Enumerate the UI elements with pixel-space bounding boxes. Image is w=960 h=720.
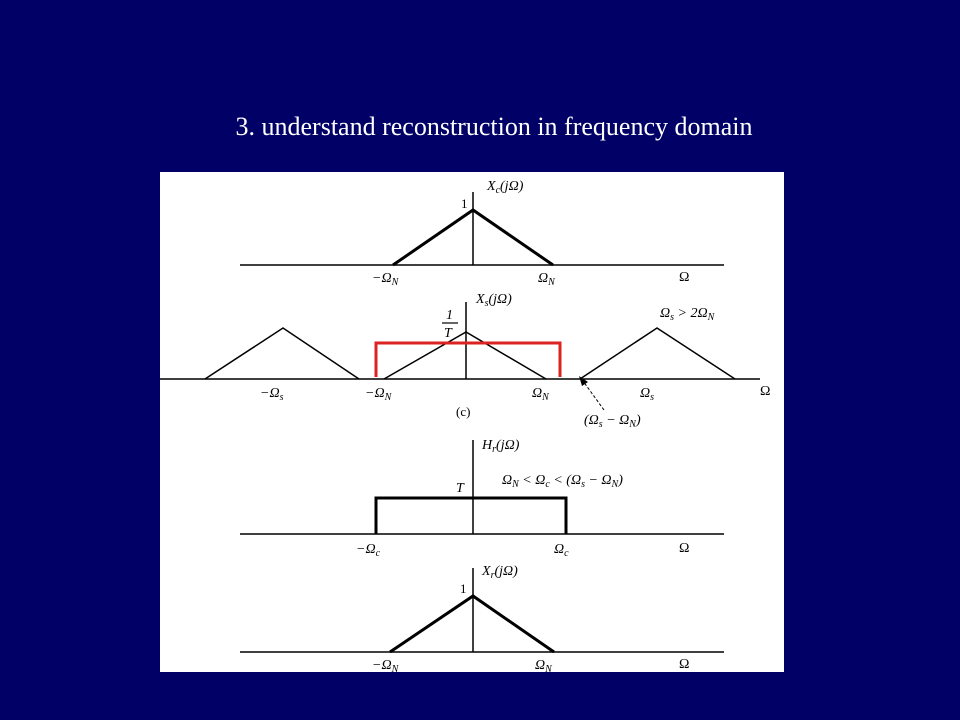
panel2-peak-denominator: T [444, 326, 453, 341]
lowpass-filter-highlight [374, 341, 562, 377]
panel2-arrow-annotation: (Ωs − ΩN) [584, 413, 641, 430]
panel2-replica-right [579, 327, 736, 380]
panel4-triangle-spectrum [389, 594, 555, 654]
panel4-right-tick: ΩN [535, 658, 553, 672]
panel2-axis-label: Ω [760, 384, 770, 399]
panel2-pointer-arrow-line [582, 380, 605, 411]
panel-hr: T Hr(jΩ) ΩN < Ωc < (Ωs − ΩN) −Ωc Ωc Ω [240, 438, 724, 559]
panel2-peak-numerator: 1 [446, 308, 453, 323]
panel3-axis-label: Ω [679, 541, 689, 556]
panel-xs: 1 T Xs(jΩ) Ωs > 2ΩN −Ωs −ΩN ΩN Ωs Ω (c) … [160, 292, 770, 430]
panel4-func-label: Xr(jΩ) [481, 564, 518, 581]
panel-xr: 1 Xr(jΩ) −ΩN ΩN Ω [240, 564, 724, 672]
panel4-left-tick: −ΩN [372, 658, 400, 672]
panel2-pointer-arrowhead [579, 376, 588, 386]
panel3-func-label: Hr(jΩ) [481, 438, 520, 455]
panel2-baseband-triangle [383, 331, 547, 380]
panel3-gain-label: T [456, 481, 465, 496]
panel3-left-tick: −Ωc [356, 542, 381, 559]
panel1-left-tick: −ΩN [372, 271, 400, 288]
panel4-axis-label: Ω [679, 657, 689, 672]
panel3-cutoff-condition: ΩN < Ωc < (Ωs − ΩN) [502, 473, 623, 490]
panel1-func-label: Xc(jΩ) [486, 179, 524, 196]
panel2-replica-left [204, 327, 360, 380]
panel-xc: 1 Xc(jΩ) −ΩN ΩN Ω [240, 179, 724, 288]
panel1-peak-label: 1 [461, 196, 468, 211]
panel4-peak-label: 1 [460, 581, 467, 596]
panel2-tick-omega-s: Ωs [640, 386, 654, 403]
slide-title: 3. understand reconstruction in frequenc… [235, 112, 753, 141]
panel1-triangle-spectrum [392, 208, 554, 267]
reconstruction-diagram: 1 Xc(jΩ) −ΩN ΩN Ω 1 T Xs(jΩ) Ωs > 2ΩN −Ω… [160, 179, 770, 672]
panel2-func-label: Xs(jΩ) [475, 292, 512, 309]
panel2-tick-minus-omega-s: −Ωs [260, 386, 284, 403]
panel2-caption: (c) [456, 404, 470, 419]
figure-panel: 1 Xc(jΩ) −ΩN ΩN Ω 1 T Xs(jΩ) Ωs > 2ΩN −Ω… [160, 172, 784, 672]
panel1-axis-label: Ω [679, 270, 689, 285]
panel3-right-tick: Ωc [554, 542, 569, 559]
panel2-tick-omega-n: ΩN [532, 386, 550, 403]
panel2-sampling-condition: Ωs > 2ΩN [660, 306, 716, 323]
panel3-lowpass-rectangle [374, 496, 568, 534]
panel1-right-tick: ΩN [538, 271, 556, 288]
panel2-tick-minus-omega-n: −ΩN [365, 386, 393, 403]
